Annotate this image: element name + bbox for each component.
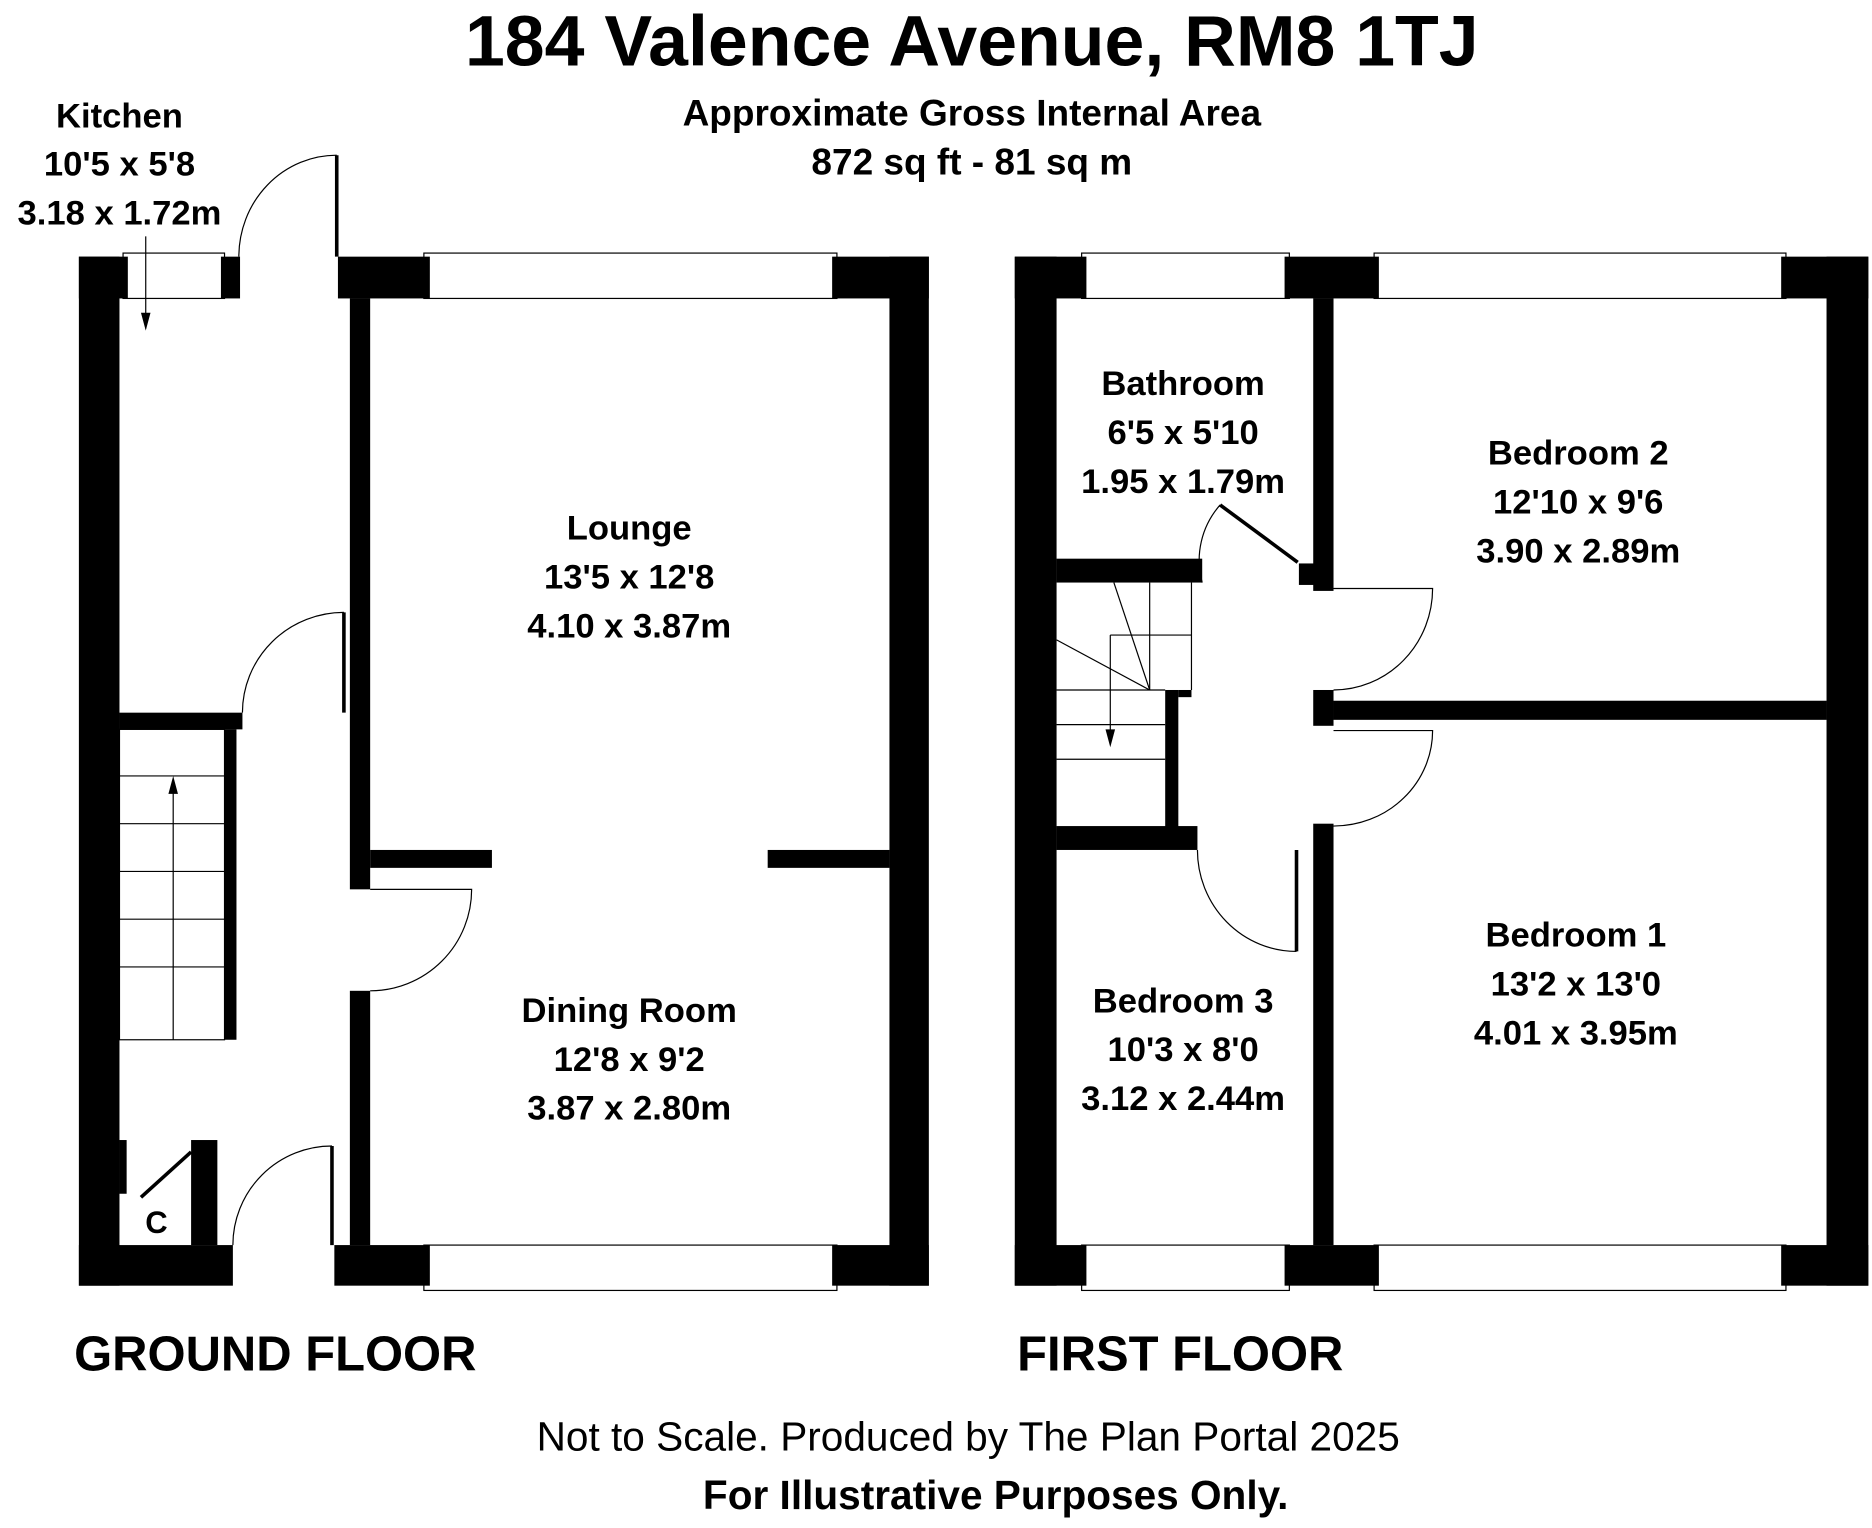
bedroom3-window <box>1081 1244 1290 1292</box>
ground-floor-label: GROUND FLOOR <box>74 1327 476 1381</box>
bathroom-window <box>1081 252 1290 300</box>
stair-up-arrow-icon <box>168 775 178 794</box>
lounge-window <box>423 252 838 300</box>
dining-name: Dining Room <box>522 992 737 1030</box>
footer-illustrative: For Illustrative Purposes Only. <box>703 1472 1289 1518</box>
dining-imperial: 12'8 x 9'2 <box>554 1041 705 1079</box>
bedroom3-metric: 3.12 x 2.44m <box>1081 1080 1285 1118</box>
bedroom1-name: Bedroom 1 <box>1485 917 1666 955</box>
ground-floor-plan: Kitchen 10'5 x 5'8 3.18 x 1.72m Lounge 1… <box>17 98 929 1381</box>
bedroom3-imperial: 10'3 x 8'0 <box>1108 1031 1259 1069</box>
lounge-name: Lounge <box>567 510 692 548</box>
dining-metric: 3.87 x 2.80m <box>527 1090 731 1128</box>
first-floor-label: FIRST FLOOR <box>1017 1327 1343 1381</box>
bedroom2-imperial: 12'10 x 9'6 <box>1493 483 1663 521</box>
lounge-metric: 4.10 x 3.87m <box>527 607 731 645</box>
stair-down-arrow-icon <box>1105 729 1116 748</box>
footer-disclaimer: Not to Scale. Produced by The Plan Porta… <box>537 1413 1400 1459</box>
gross-area: 872 sq ft - 81 sq m <box>811 141 1132 182</box>
page-title: 184 Valence Avenue, RM8 1TJ <box>465 2 1479 82</box>
bathroom-imperial: 6'5 x 5'10 <box>1108 414 1259 452</box>
bedroom3-name: Bedroom 3 <box>1093 982 1274 1020</box>
bedroom2-window <box>1373 252 1787 300</box>
bedroom2-metric: 3.90 x 2.89m <box>1476 532 1680 570</box>
first-floor-walls <box>1014 256 1869 1286</box>
bedroom1-metric: 4.01 x 3.95m <box>1474 1015 1678 1053</box>
bedroom2-name: Bedroom 2 <box>1488 434 1669 472</box>
ground-floor-walls <box>78 256 929 1286</box>
lounge-imperial: 13'5 x 12'8 <box>544 559 714 597</box>
kitchen-arrow-icon <box>140 312 151 331</box>
cupboard-label: C <box>145 1205 167 1240</box>
kitchen-metric: 3.18 x 1.72m <box>17 194 221 232</box>
bedroom1-imperial: 13'2 x 13'0 <box>1491 966 1661 1004</box>
dining-window <box>423 1244 838 1292</box>
first-floor-plan: Bathroom 6'5 x 5'10 1.95 x 1.79m Bedroom… <box>1014 252 1869 1381</box>
kitchen-imperial: 10'5 x 5'8 <box>44 145 195 183</box>
bathroom-name: Bathroom <box>1101 365 1264 403</box>
first-stairs <box>1056 582 1193 760</box>
subtitle: Approximate Gross Internal Area <box>683 92 1262 133</box>
bathroom-metric: 1.95 x 1.79m <box>1081 463 1285 501</box>
ground-stairs <box>118 728 226 1041</box>
bedroom1-window <box>1373 1244 1787 1292</box>
kitchen-name: Kitchen <box>56 98 183 136</box>
kitchen-window <box>122 252 226 300</box>
